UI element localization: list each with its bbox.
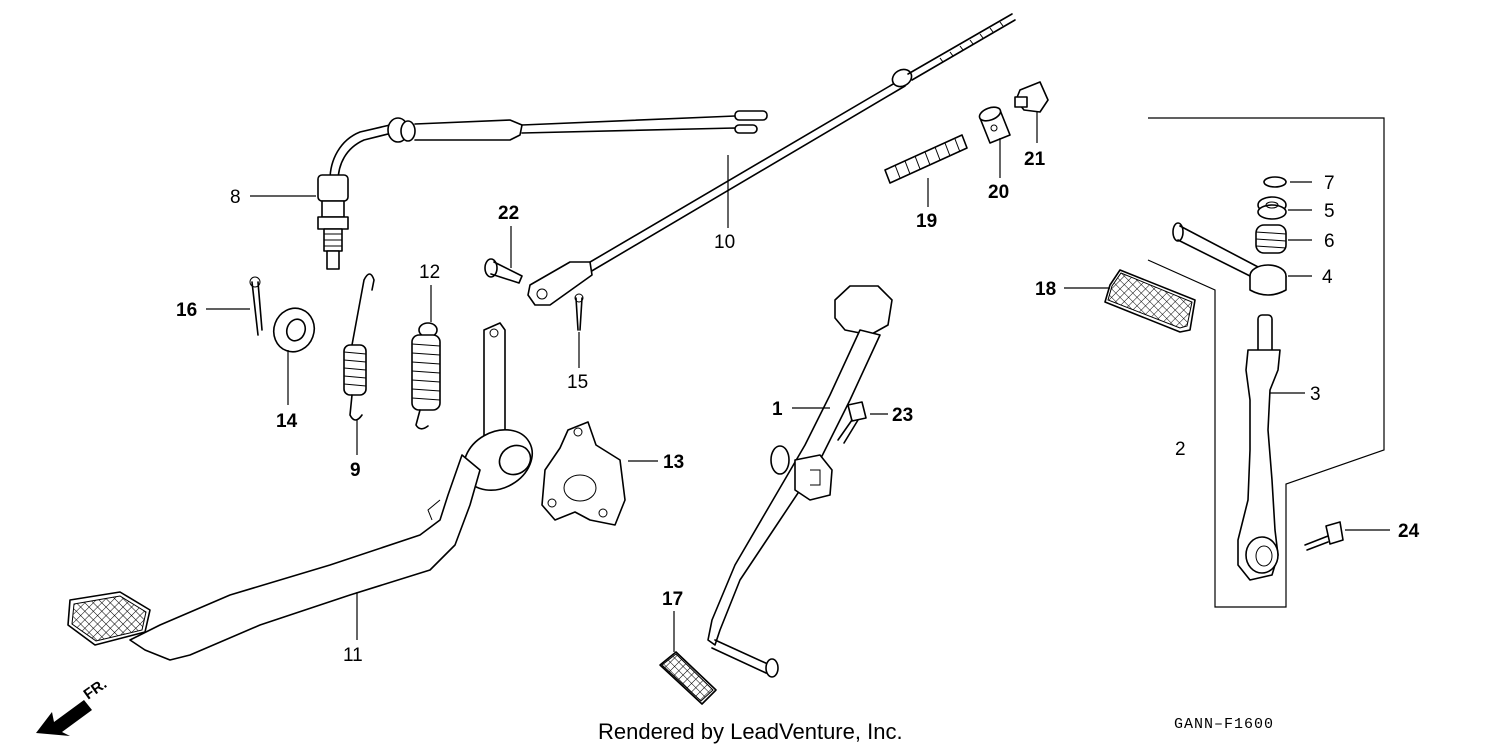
callout-13: 13	[663, 452, 684, 473]
diagram-code: GANN–F1600	[1174, 716, 1274, 733]
washer-part-5[interactable]	[1257, 196, 1287, 220]
clip-part-7[interactable]	[1263, 176, 1287, 188]
callout-10: 10	[714, 232, 735, 253]
side-stand-part-1[interactable]	[707, 285, 893, 678]
callout-24: 24	[1398, 521, 1420, 542]
callout-23: 23	[892, 405, 913, 426]
spring-part-19[interactable]	[884, 134, 968, 184]
bolt-part-4[interactable]	[1172, 222, 1287, 296]
callout-6: 6	[1324, 231, 1335, 252]
brake-rod-part-10[interactable]	[527, 13, 1016, 306]
spring-part-6[interactable]	[1255, 224, 1287, 254]
front-direction-label: FR.	[81, 675, 111, 703]
bracket-part-13[interactable]	[541, 421, 626, 526]
callout-19: 19	[916, 211, 937, 232]
bolt-part-24[interactable]	[1304, 521, 1344, 551]
bolt-part-23[interactable]	[837, 401, 867, 444]
arm-part-3[interactable]	[1237, 314, 1281, 581]
callout-2: 2	[1175, 439, 1186, 460]
callout-1: 1	[772, 399, 783, 420]
callout-7: 7	[1324, 173, 1335, 194]
callout-11: 11	[343, 645, 363, 666]
callout-8: 8	[230, 187, 241, 208]
callout-9: 9	[350, 460, 361, 481]
callout-12: 12	[419, 262, 440, 283]
rubber-part-18[interactable]	[1104, 269, 1196, 333]
callout-5: 5	[1324, 201, 1335, 222]
washer-part-14[interactable]	[268, 302, 321, 357]
cotter-pin-part-15[interactable]	[574, 293, 584, 331]
callout-4: 4	[1322, 267, 1333, 288]
pin-part-22[interactable]	[484, 258, 523, 284]
leader-lines	[206, 112, 1390, 652]
callout-16: 16	[176, 300, 197, 321]
callout-15: 15	[567, 372, 588, 393]
callout-22: 22	[498, 203, 519, 224]
callout-18: 18	[1035, 279, 1056, 300]
front-direction-arrow-icon	[36, 700, 92, 736]
brake-switch-part-8[interactable]	[317, 110, 768, 270]
callout-14: 14	[276, 411, 298, 432]
joint-part-20[interactable]	[978, 105, 1011, 144]
callout-17: 17	[662, 589, 683, 610]
brake-pedal-part-11[interactable]	[67, 322, 543, 661]
footer-credit: Rendered by LeadVenture, Inc.	[598, 719, 903, 744]
callout-21: 21	[1024, 149, 1046, 170]
callout-3: 3	[1310, 384, 1321, 405]
cotter-pin-part-16[interactable]	[249, 276, 263, 336]
part-2-group-outline	[1147, 117, 1385, 608]
spring-part-12[interactable]	[411, 322, 441, 430]
spring-part-9[interactable]	[343, 273, 375, 421]
nut-part-21[interactable]	[1014, 81, 1049, 113]
callout-20: 20	[988, 182, 1009, 203]
rubber-part-17[interactable]	[659, 651, 717, 705]
